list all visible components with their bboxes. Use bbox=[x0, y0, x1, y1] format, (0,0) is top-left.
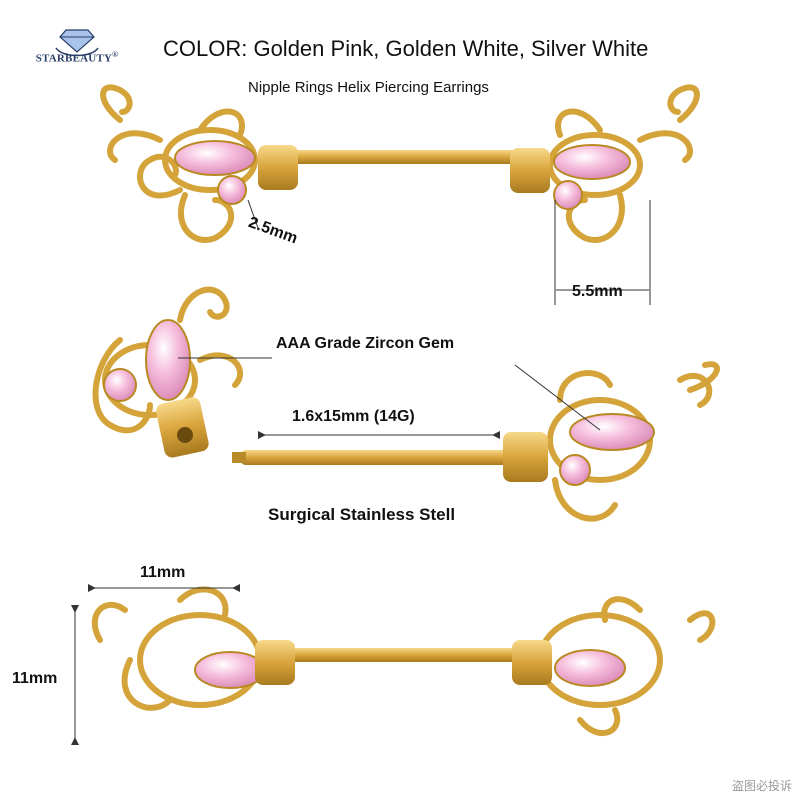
brand-logo: STARBEAUTY® bbox=[22, 22, 132, 70]
arrow-head bbox=[492, 431, 500, 439]
arrow-head bbox=[258, 431, 266, 439]
end-cap bbox=[512, 640, 552, 685]
marquise-gem bbox=[569, 413, 655, 451]
pointer-line-gem-right bbox=[514, 364, 601, 431]
marquise-gem bbox=[553, 144, 631, 180]
diamond-icon bbox=[55, 29, 99, 57]
bar-size-label: 1.6x15mm (14G) bbox=[292, 408, 415, 425]
brand-reg-mark: ® bbox=[112, 50, 119, 59]
marquise-gem bbox=[554, 649, 626, 687]
material-label: Surgical Stainless Stell bbox=[268, 505, 456, 524]
marquise-gem bbox=[174, 140, 256, 176]
round-gem bbox=[559, 454, 591, 486]
bar-shaft bbox=[240, 450, 515, 465]
barbell-top bbox=[100, 84, 700, 243]
width-label: 11mm bbox=[140, 564, 186, 581]
bar-thread bbox=[232, 452, 246, 463]
watermark: 盗图必投诉 bbox=[731, 779, 792, 793]
page-title: COLOR: Golden Pink, Golden White, Silver… bbox=[163, 36, 649, 61]
dimension-end-width bbox=[554, 200, 651, 305]
barbell-bottom bbox=[91, 586, 716, 737]
round-gem bbox=[217, 175, 247, 205]
threaded-socket bbox=[156, 397, 209, 458]
bar-shaft bbox=[290, 150, 520, 164]
end-cap bbox=[255, 640, 295, 685]
end-cap bbox=[503, 432, 548, 482]
round-gem bbox=[553, 180, 583, 210]
bar-shaft bbox=[280, 648, 525, 662]
marquise-gem bbox=[145, 319, 191, 401]
round-gem bbox=[103, 368, 137, 402]
page-subtitle: Nipple Rings Helix Piercing Earrings bbox=[248, 79, 489, 96]
dimension-width bbox=[88, 584, 240, 592]
barbell-disassembled bbox=[92, 286, 720, 522]
end-cap bbox=[258, 145, 298, 190]
dimension-height bbox=[71, 605, 79, 745]
brand-name: STARBEAUTY bbox=[35, 52, 113, 65]
socket-hole bbox=[177, 427, 193, 443]
gem-grade-label: AAA Grade Zircon Gem bbox=[276, 335, 455, 352]
height-label: 11mm bbox=[12, 670, 58, 687]
end-cap bbox=[510, 148, 550, 193]
end-width-label: 5.5mm bbox=[572, 283, 623, 300]
butterfly-end-bottom-left bbox=[91, 586, 263, 711]
dimension-line-gem bbox=[247, 199, 259, 229]
marquise-gem bbox=[194, 651, 266, 689]
